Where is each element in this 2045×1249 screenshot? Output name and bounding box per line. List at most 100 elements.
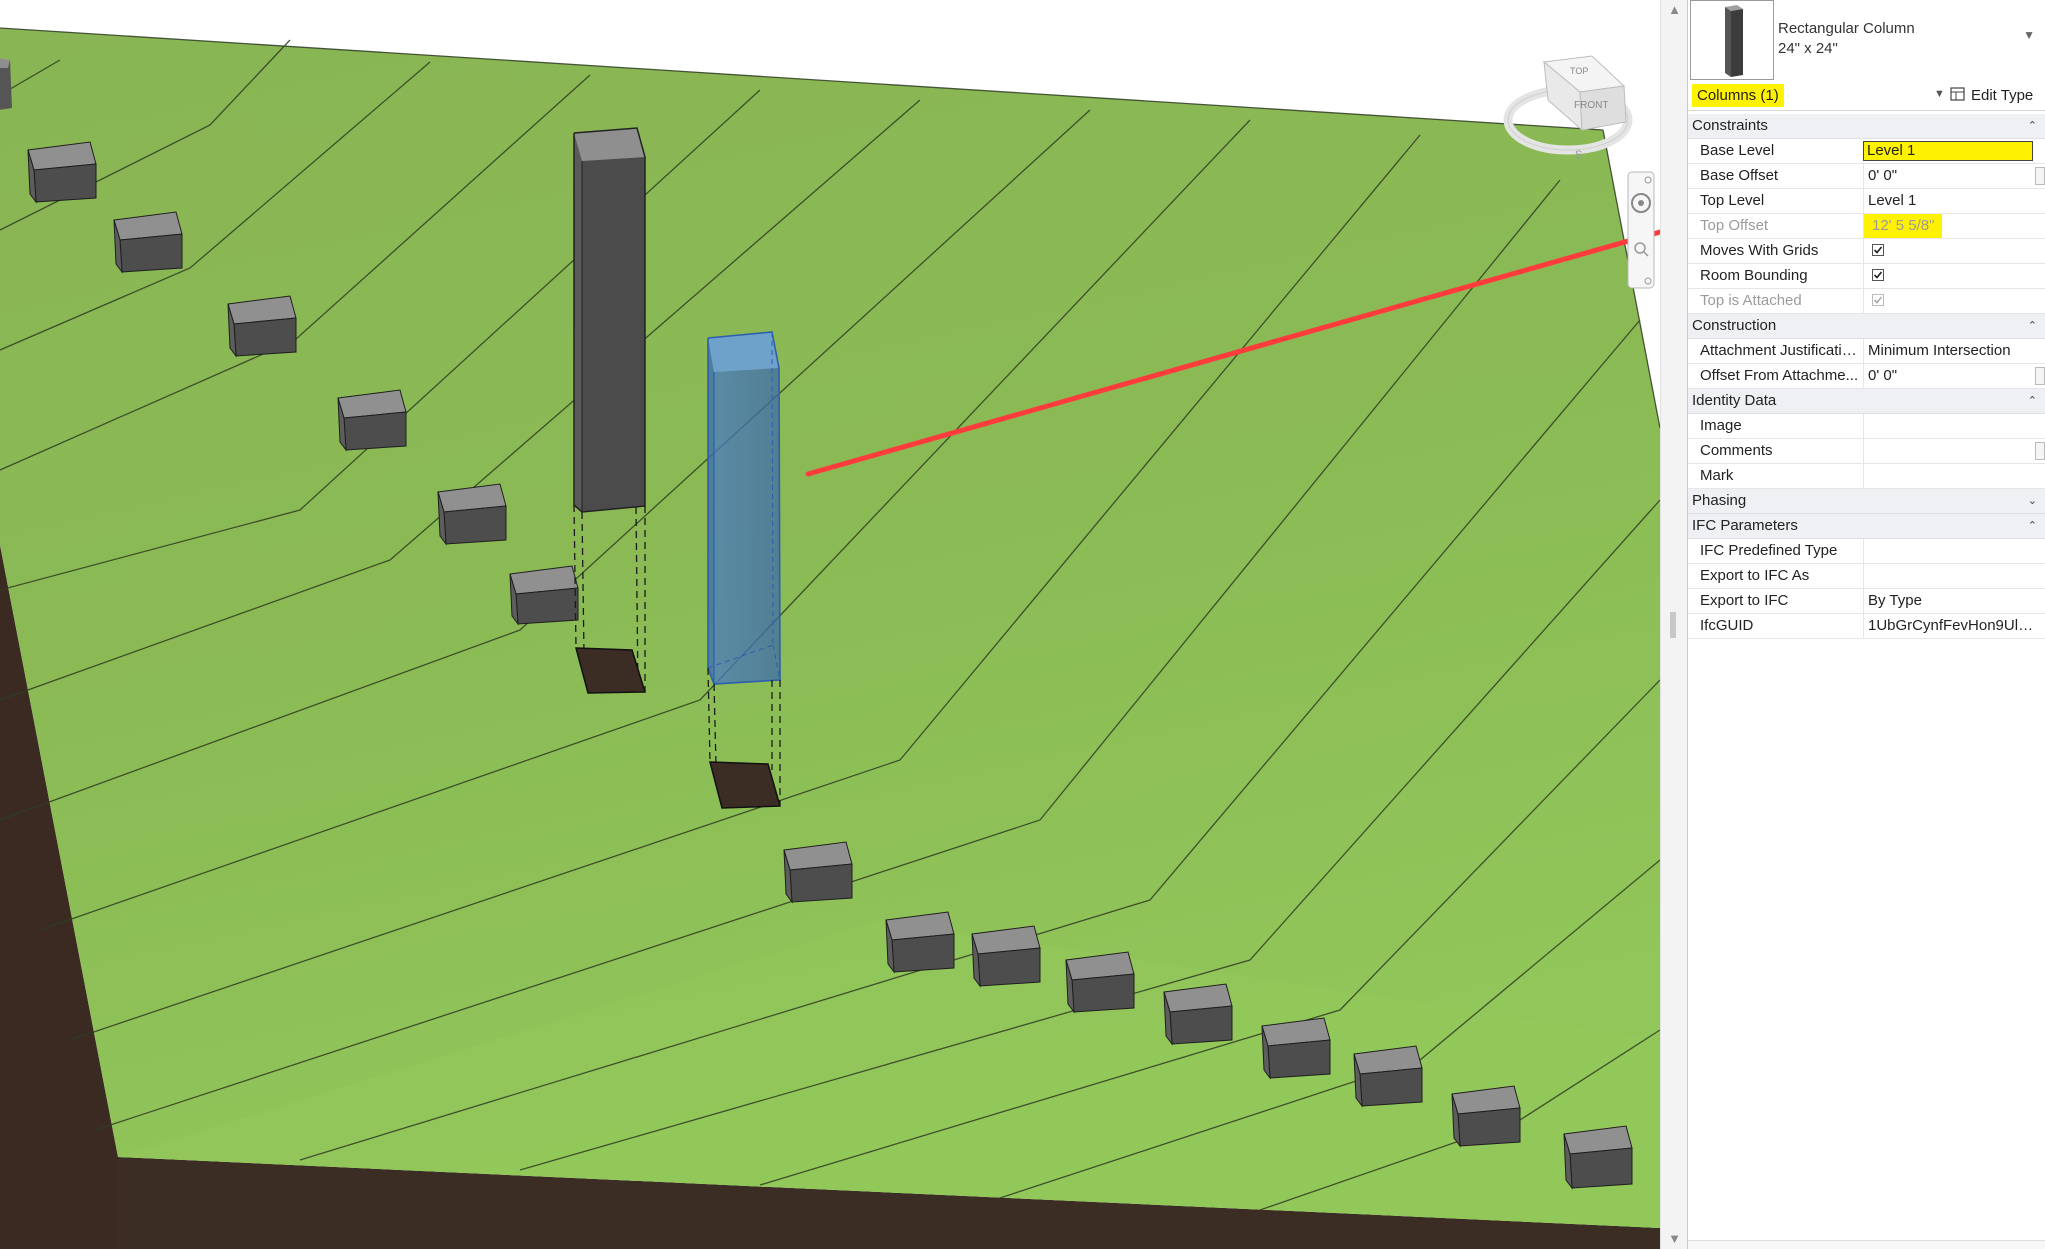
param-name: IFC Predefined Type	[1700, 542, 1838, 559]
offset-from-attachment-value[interactable]: 0' 0"	[1863, 364, 2035, 388]
row-export-to-ifc[interactable]: Export to IFC By Type	[1688, 589, 2045, 614]
associate-parameter-button[interactable]	[2035, 367, 2045, 385]
group-construction[interactable]: Construction ⌃	[1688, 314, 2045, 339]
associate-parameter-button[interactable]	[2035, 442, 2045, 460]
param-name: Comments	[1700, 442, 1773, 459]
image-value[interactable]	[1863, 414, 2035, 438]
ifc-guid-value[interactable]: 1UbGrCynfFevHon9Ulp...	[1863, 614, 2035, 638]
scrollbar-grip[interactable]	[1670, 612, 1676, 638]
category-row: Columns (1) ▼ Edit Type	[1688, 84, 2045, 111]
row-top-offset[interactable]: Top Offset 12' 5 5/8"	[1688, 214, 2045, 239]
navigation-bar[interactable]	[1627, 171, 1655, 289]
row-attachment-justification[interactable]: Attachment Justificatio... Minimum Inter…	[1688, 339, 2045, 364]
collapse-icon[interactable]: ⌃	[2027, 320, 2037, 332]
3d-viewport[interactable]: TOP FRONT S	[0, 0, 1660, 1249]
row-offset-from-attachment[interactable]: Offset From Attachme... 0' 0"	[1688, 364, 2045, 389]
viewcube-front-label: FRONT	[1574, 100, 1608, 111]
param-name: IfcGUID	[1700, 617, 1754, 634]
footing-box[interactable]	[1065, 951, 1135, 1014]
collapse-icon[interactable]: ⌃	[2027, 520, 2037, 532]
viewcube[interactable]: TOP FRONT S	[1503, 55, 1633, 161]
row-ifc-guid[interactable]: IfcGUID 1UbGrCynfFevHon9Ulp...	[1688, 614, 2045, 639]
param-name: Moves With Grids	[1700, 242, 1819, 259]
collapse-icon[interactable]: ⌃	[2027, 120, 2037, 132]
footing-box[interactable]	[0, 58, 12, 110]
group-phasing[interactable]: Phasing ⌄	[1688, 489, 2045, 514]
param-name: Export to IFC	[1700, 592, 1789, 609]
selected-column[interactable]	[707, 331, 781, 685]
top-attached-cell	[1863, 289, 2035, 313]
row-base-offset[interactable]: Base Offset 0' 0"	[1688, 164, 2045, 189]
category-dropdown-chevron-icon[interactable]: ▼	[1934, 88, 1945, 100]
viewport-scrollbar[interactable]: ▲ ▼	[1660, 0, 1688, 1249]
row-moves-with-grids[interactable]: Moves With Grids	[1688, 239, 2045, 264]
param-name: Base Level	[1700, 142, 1775, 159]
3d-model-canvas[interactable]: TOP FRONT S	[0, 0, 1660, 1249]
footing-box[interactable]	[437, 483, 507, 546]
type-selector[interactable]: Rectangular Column 24" x 24" ▼	[1688, 0, 2045, 82]
row-room-bounding[interactable]: Room Bounding	[1688, 264, 2045, 289]
footing-box[interactable]	[885, 911, 955, 974]
room-bounding-checkbox[interactable]	[1872, 269, 1884, 281]
group-label: Construction	[1692, 317, 1777, 334]
category-selector[interactable]: Columns (1) ▼	[1688, 84, 1956, 109]
collapse-icon[interactable]: ⌃	[2027, 395, 2037, 407]
comments-value[interactable]	[1863, 439, 2035, 463]
footings	[0, 58, 12, 110]
steering-wheel-icon[interactable]	[1631, 193, 1651, 213]
param-name: Attachment Justificatio...	[1700, 342, 1860, 359]
ifc-predefined-type-value[interactable]	[1863, 539, 2035, 563]
footing-box[interactable]	[971, 925, 1041, 988]
attachment-justification-value[interactable]: Minimum Intersection	[1863, 339, 2035, 363]
associate-parameter-button[interactable]	[2035, 167, 2045, 185]
footing-box[interactable]	[1261, 1017, 1331, 1080]
tall-column[interactable]	[573, 127, 646, 513]
base-level-field[interactable]: Level 1	[1863, 141, 2033, 161]
footing-box[interactable]	[227, 295, 297, 358]
footing-box[interactable]	[1563, 1125, 1633, 1190]
footing-box[interactable]	[337, 389, 407, 452]
group-ifc-parameters[interactable]: IFC Parameters ⌃	[1688, 514, 2045, 539]
room-bounding-cell	[1863, 264, 2035, 288]
export-to-ifc-as-value[interactable]	[1863, 564, 2035, 588]
top-level-value[interactable]: Level 1	[1863, 189, 2035, 213]
row-ifc-predefined-type[interactable]: IFC Predefined Type	[1688, 539, 2045, 564]
row-top-level[interactable]: Top Level Level 1	[1688, 189, 2045, 214]
zoom-icon[interactable]	[1634, 242, 1646, 254]
footing-box[interactable]	[1451, 1085, 1521, 1148]
row-mark[interactable]: Mark	[1688, 464, 2045, 489]
footing-box[interactable]	[1353, 1045, 1423, 1108]
footing-layer	[27, 141, 1633, 1190]
footing-box[interactable]	[783, 841, 853, 904]
moves-with-grids-checkbox[interactable]	[1872, 244, 1884, 256]
row-image[interactable]: Image	[1688, 414, 2045, 439]
footing-box[interactable]	[509, 565, 579, 626]
properties-grid: Constraints ⌃ Base Level Level 1 Base Of…	[1688, 114, 2045, 639]
group-identity-data[interactable]: Identity Data ⌃	[1688, 389, 2045, 414]
param-name: Top Offset	[1700, 217, 1769, 234]
base-offset-value[interactable]: 0' 0"	[1863, 164, 2035, 188]
expand-icon[interactable]: ⌄	[2027, 495, 2037, 507]
type-dropdown-chevron-icon[interactable]: ▼	[2023, 28, 2035, 42]
footing-box[interactable]	[27, 141, 97, 204]
param-name: Room Bounding	[1700, 267, 1808, 284]
scroll-up-arrow-icon[interactable]: ▲	[1668, 2, 1681, 17]
row-comments[interactable]: Comments	[1688, 439, 2045, 464]
column-thumbnail-icon	[1725, 5, 1743, 77]
terrain-top-surface[interactable]	[0, 28, 1660, 1228]
param-name: Image	[1700, 417, 1742, 434]
row-export-to-ifc-as[interactable]: Export to IFC As	[1688, 564, 2045, 589]
group-constraints[interactable]: Constraints ⌃	[1688, 114, 2045, 139]
edit-type-button[interactable]: Edit Type	[1950, 87, 2033, 106]
panel-bottom-bar	[1688, 1240, 2045, 1249]
param-name: Base Offset	[1700, 167, 1779, 184]
properties-panel: Rectangular Column 24" x 24" ▼ Columns (…	[1688, 0, 2045, 1249]
footing-box[interactable]	[113, 211, 183, 274]
top-offset-cell[interactable]: 12' 5 5/8"	[1863, 214, 2035, 238]
footing-box[interactable]	[1163, 983, 1233, 1046]
selected-column-footprint	[709, 761, 781, 809]
mark-value[interactable]	[1863, 464, 2035, 488]
scroll-down-arrow-icon[interactable]: ▼	[1668, 1231, 1681, 1246]
row-base-level[interactable]: Base Level Level 1	[1688, 139, 2045, 164]
export-to-ifc-value[interactable]: By Type	[1863, 589, 2035, 613]
